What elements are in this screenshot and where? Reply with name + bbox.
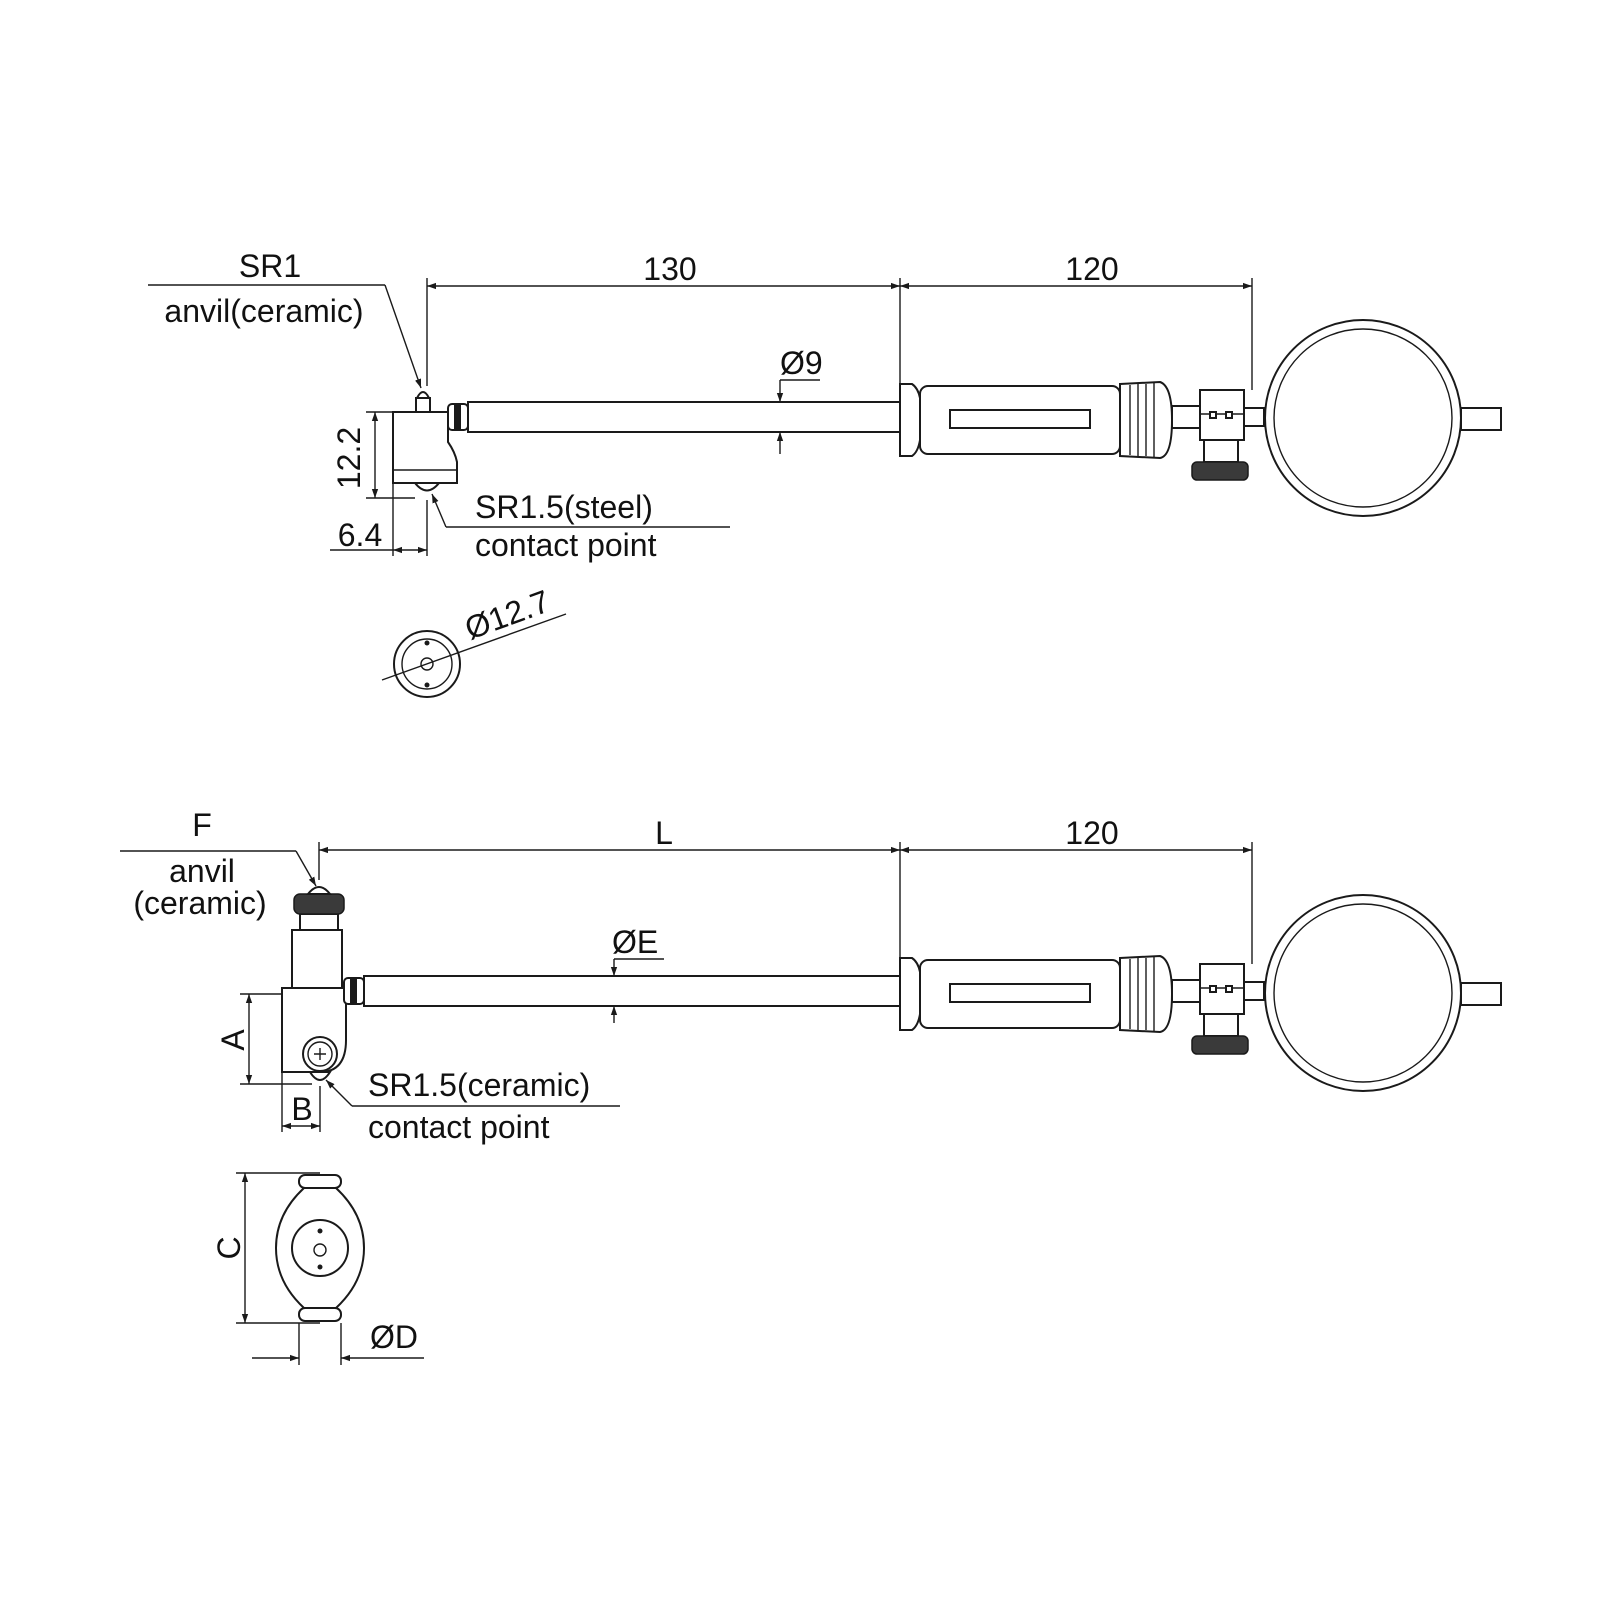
bottom-dial-indicator (1264, 894, 1502, 1092)
bottom-anvil-radius-label: F (192, 807, 212, 843)
top-rod-diameter-label: Ø9 (780, 345, 823, 381)
top-dial-indicator (1264, 319, 1502, 517)
bottom-anvil-label-line2: (ceramic) (133, 885, 266, 921)
top-head-diameter-label: Ø12.7 (460, 583, 554, 647)
bottom-gauge: F anvil (ceramic) L 120 ØE A B SR1.5(cer… (120, 807, 1502, 1365)
bottom-dimensions (120, 842, 1253, 1365)
bottom-contact-label: contact point (368, 1109, 550, 1145)
bottom-contact-radius-label: SR1.5(ceramic) (368, 1067, 590, 1103)
bottom-rod-diameter-label: ØE (612, 924, 658, 960)
bottom-height-dim-label: A (215, 1029, 251, 1051)
top-handle-dim-label: 120 (1065, 251, 1118, 287)
bottom-head-height-dim-label: C (211, 1236, 247, 1259)
bottom-handle-dim-label: 120 (1065, 815, 1118, 851)
bottom-handle (899, 954, 1201, 1034)
top-anvil-label: anvil(ceramic) (164, 293, 363, 329)
top-clamp (1191, 389, 1265, 481)
bottom-head-diameter-label: ØD (370, 1319, 418, 1355)
top-handle (899, 380, 1201, 460)
top-head-end-view (381, 613, 567, 698)
top-height-dim-label: 12.2 (331, 427, 367, 489)
bottom-measuring-head (281, 886, 365, 1081)
top-anvil-radius-label: SR1 (239, 248, 301, 284)
top-length-dim-label: 130 (643, 251, 696, 287)
bottom-length-dim-label: L (655, 815, 673, 851)
bottom-rod (363, 975, 901, 1007)
bottom-offset-dim-label: B (291, 1091, 312, 1127)
top-knurled-screw-icon (1191, 461, 1249, 481)
top-contact-radius-label: SR1.5(steel) (475, 489, 653, 525)
top-measuring-head (392, 391, 469, 492)
top-offset-dim-label: 6.4 (338, 517, 382, 553)
bottom-anvil-label-line1: anvil (169, 853, 235, 889)
bottom-knurled-screw-icon (1191, 1035, 1249, 1055)
bottom-head-end-view (274, 1174, 366, 1322)
bottom-knurled-anvil-icon (293, 893, 345, 915)
bottom-clamp (1191, 963, 1265, 1055)
top-rod (467, 401, 901, 433)
top-gauge: SR1 anvil(ceramic) 130 120 Ø9 12.2 6.4 S… (148, 248, 1502, 698)
top-contact-label: contact point (475, 527, 657, 563)
top-dimensions (148, 278, 1253, 556)
